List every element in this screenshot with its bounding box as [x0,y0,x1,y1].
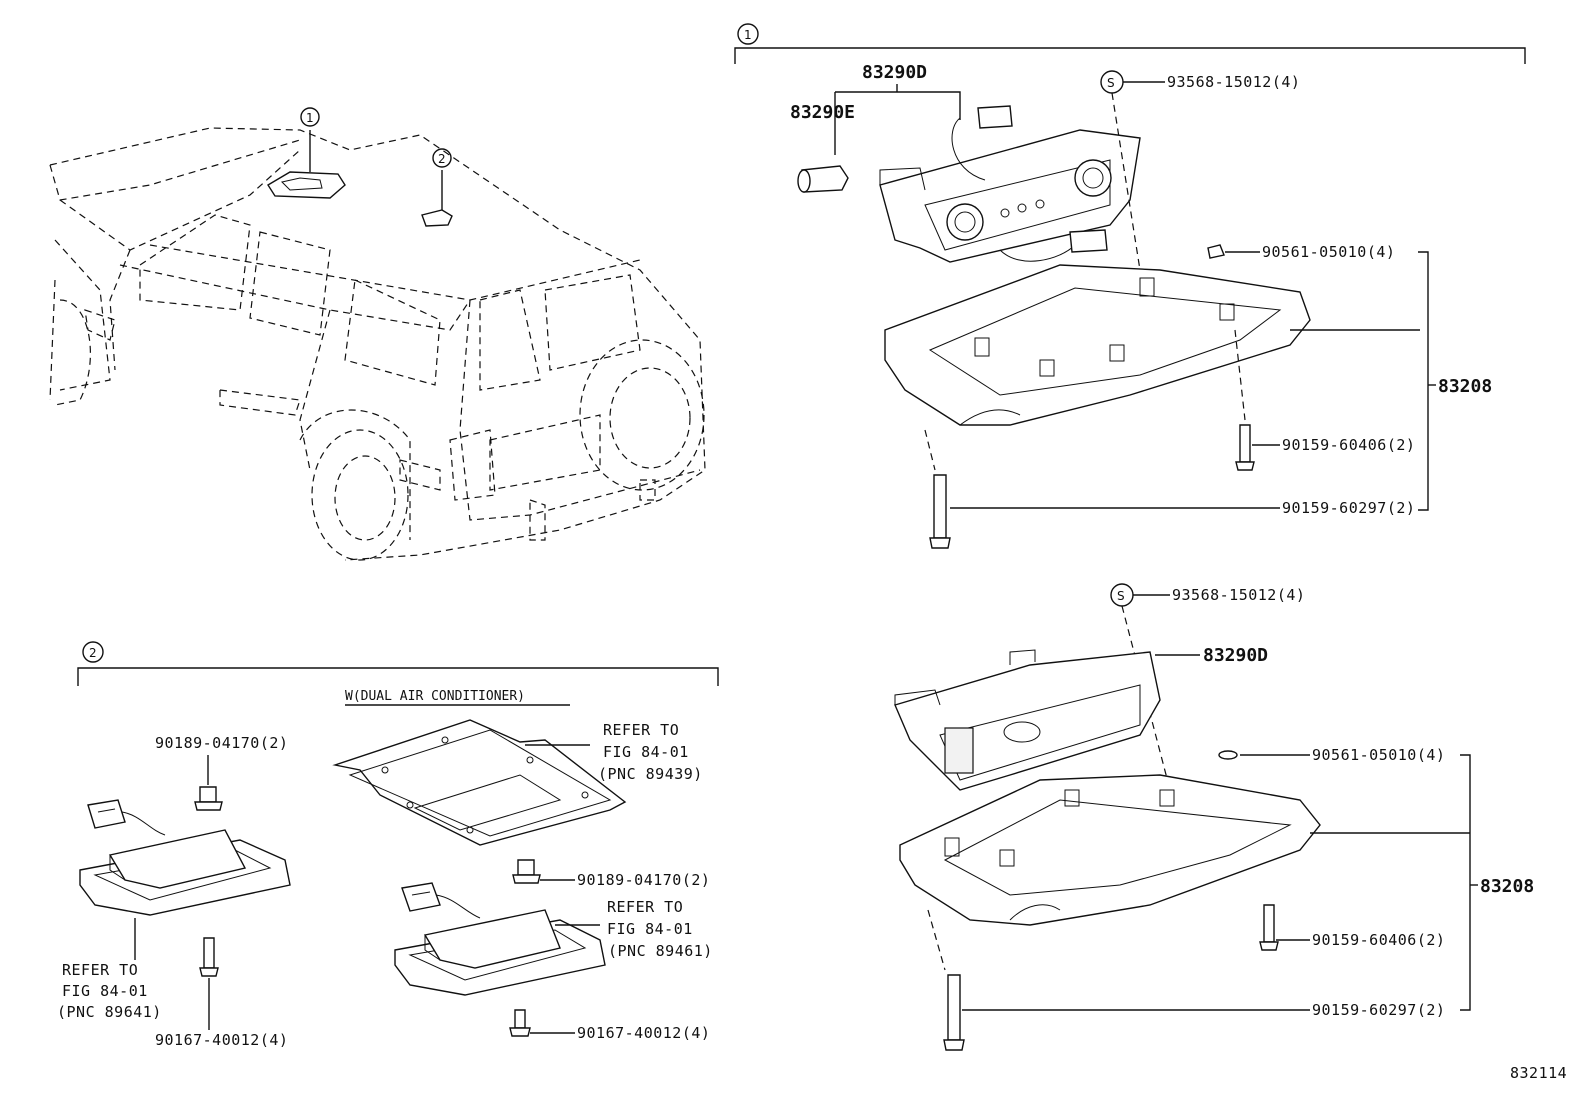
bracket-ref-line3: (PNC 89439) [598,765,703,783]
left-ref-line3: (PNC 89641) [57,1003,162,1021]
upper-screw-93568: 93568-15012(4) [1167,73,1300,91]
section-1-marker: 1 [744,28,752,42]
section-2: 2 W(DUAL AIR CONDITIONER) 90189-04170(2)… [57,641,719,1049]
section-2-marker: 2 [89,646,97,660]
right-ref-line2: FIG 84-01 [607,920,693,938]
upper-screw-60297: 90159-60297(2) [1282,499,1415,517]
left-screw-top: 90189-04170(2) [155,734,288,752]
bracket-ref-line1: REFER TO [603,721,679,739]
right-screw-bottom: 90167-40012(4) [577,1024,710,1042]
upper-s-marker: S [1107,76,1115,90]
upper-console: 83290D 83290E S 93568-15012(4) 90561-050… [790,62,1492,549]
right-ref-line3: (PNC 89461) [608,942,713,960]
upper-assembly-83208: 83208 [1438,376,1492,397]
vehicle-marker-2: 2 [438,152,446,166]
lower-s-marker: S [1117,589,1125,603]
upper-screw-60406: 90159-60406(2) [1282,436,1415,454]
vehicle-illustration: 1 2 [49,107,706,561]
left-ref-line1: REFER TO [62,961,138,979]
vehicle-marker-1: 1 [306,111,314,125]
left-screw-bottom: 90167-40012(4) [155,1031,288,1049]
upper-part-83290D: 83290D [862,62,927,83]
lower-assembly-83208: 83208 [1480,876,1534,897]
condition-note: W(DUAL AIR CONDITIONER) [345,689,525,704]
upper-clip-90561: 90561-05010(4) [1262,243,1395,261]
left-ref-line2: FIG 84-01 [62,982,148,1000]
upper-bulb-83290E: 83290E [790,102,855,123]
lower-clip-90561: 90561-05010(4) [1312,746,1445,764]
lower-screw-60406: 90159-60406(2) [1312,931,1445,949]
section-1-frame: 1 [734,23,1526,64]
lower-console: S 93568-15012(4) 83290D 90561-05010(4) 8… [894,583,1534,1051]
bracket-ref-line2: FIG 84-01 [603,743,689,761]
right-screw-top: 90189-04170(2) [577,871,710,889]
lower-screw-60297: 90159-60297(2) [1312,1001,1445,1019]
figure-number: 832114 [1510,1064,1567,1082]
right-ref-line1: REFER TO [607,898,683,916]
lower-part-83290D: 83290D [1203,645,1268,666]
lower-screw-93568: 93568-15012(4) [1172,586,1305,604]
